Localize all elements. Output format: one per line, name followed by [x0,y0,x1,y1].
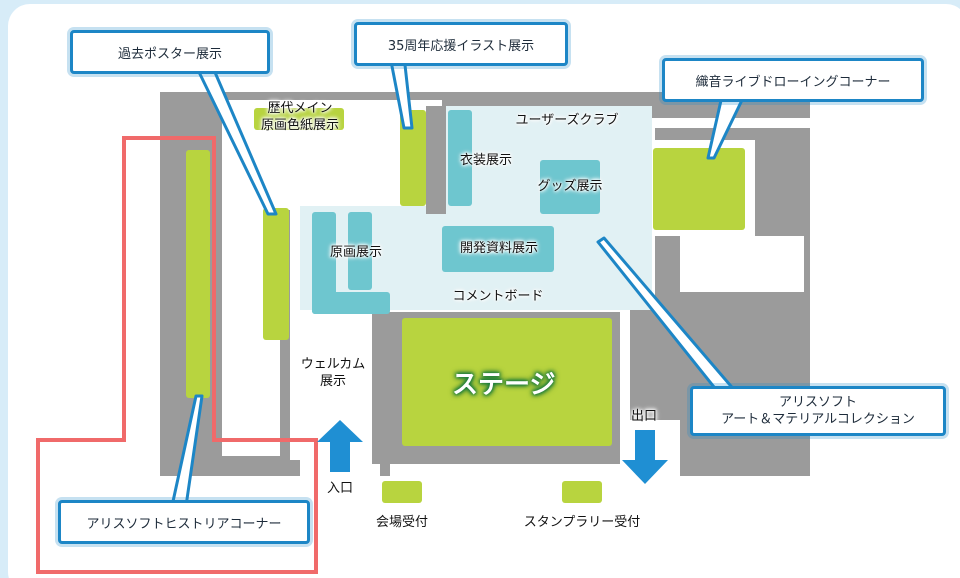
label-user-club: ユーザーズクラブ [515,113,619,128]
entrance-arrow-icon [317,420,363,472]
exhibit-past-posters [263,208,289,340]
label-original-art: 原画展示 [329,245,382,260]
exhibit-history-wall [186,150,210,398]
callout-anniversary-illust-text: 35周年応援イラスト展示 [387,38,535,54]
callout-art-material: アリスソフト アート＆マテリアルコレクション [690,386,946,436]
label-colored-paper: 歴代メイン 原画色紙展示 [260,101,339,133]
label-welcome: ウェルカム 展示 [300,357,366,389]
booth-reception [382,481,422,503]
callout-history-corner-text: アリスソフトヒストリアコーナー [86,516,282,532]
wall-pillar [426,106,446,214]
exhibit-colored-paper [254,108,344,130]
callout-past-posters-text: 過去ポスター展示 [117,46,222,62]
exhibit-dev-materials [442,226,554,272]
callout-live-drawing-text: 織音ライブドローイングコーナー [695,74,891,90]
callout-past-posters: 過去ポスター展示 [70,30,270,74]
callout-live-drawing: 織音ライブドローイングコーナー [662,58,924,102]
stage-area [402,318,612,446]
label-exit: 出口 [630,409,657,424]
label-stamp-rally: スタンプラリー受付 [523,515,641,530]
exhibit-goods [540,160,600,214]
label-comment-board: コメントボード [452,289,544,304]
label-stage: ステージ [452,370,556,400]
exhibit-original-art-c [312,292,390,314]
exhibit-original-art-b [348,212,372,290]
callout-art-material-text: アリスソフト アート＆マテリアルコレクション [721,395,915,427]
exit-arrow-icon [622,430,668,484]
label-dev-materials: 開発資料展示 [459,241,538,256]
callout-history-corner: アリスソフトヒストリアコーナー [58,500,310,544]
callout-anniversary-illust: 35周年応援イラスト展示 [354,22,568,66]
label-costume: 衣装展示 [459,153,512,168]
exhibit-live-drawing [653,148,745,230]
label-entrance: 入口 [326,481,353,496]
exhibit-costume [448,110,472,206]
label-reception: 会場受付 [375,515,428,530]
booth-stamp-rally [562,481,602,503]
label-goods: グッズ展示 [537,179,603,194]
floor-right-lower [680,236,804,292]
